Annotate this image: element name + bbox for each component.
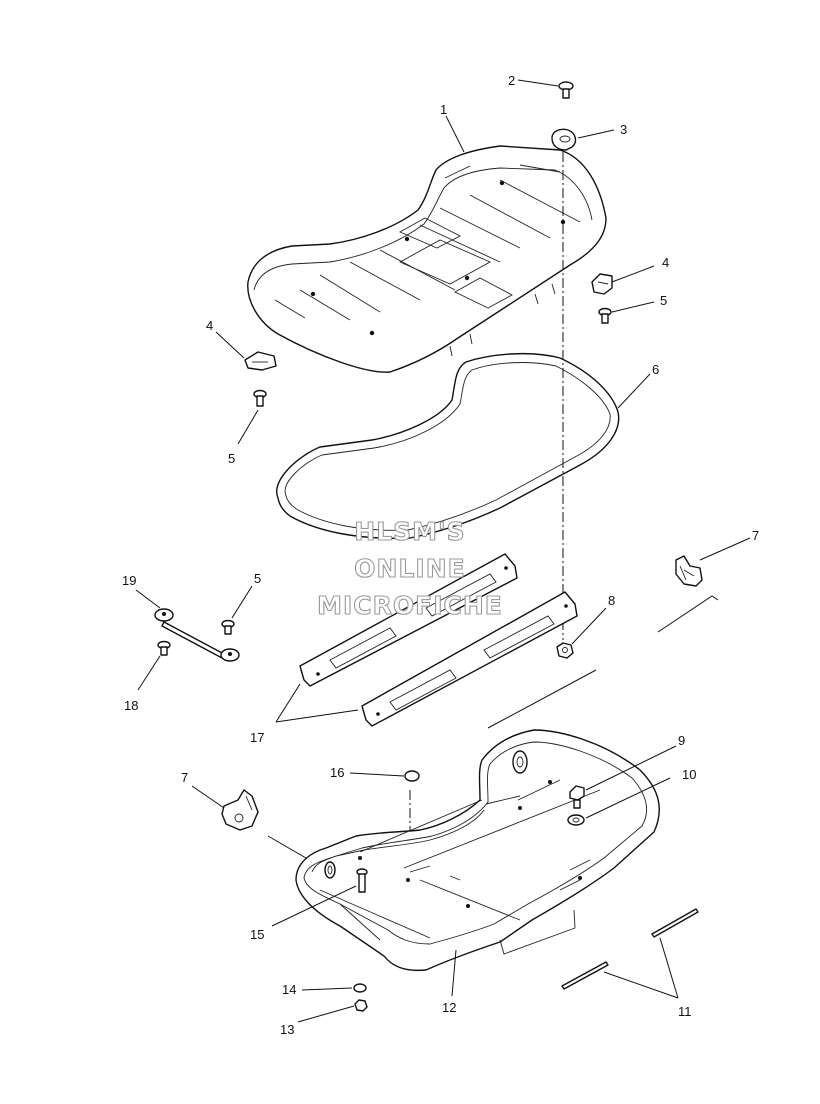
rods-part-11 xyxy=(561,908,699,990)
screw-part-2 xyxy=(558,81,574,99)
screw-part-18 xyxy=(157,640,171,656)
watermark-line-3: MICROFICHE xyxy=(317,591,503,620)
screw-part-5-tether xyxy=(221,619,235,635)
watermark: HLSM'S ONLINE MICROFICHE xyxy=(317,516,503,620)
screw-part-5-right xyxy=(598,307,612,324)
callout-2: 2 xyxy=(508,73,515,88)
tether-part-19 xyxy=(154,608,240,662)
rail-bracket-part-17-upper xyxy=(299,553,518,687)
rail-bracket-part-17-lower xyxy=(361,591,578,727)
callout-4-left: 4 xyxy=(206,318,213,333)
callout-4-right: 4 xyxy=(662,255,669,270)
watermark-line-2: ONLINE xyxy=(354,554,465,583)
leader-lines xyxy=(135,79,751,1023)
callout-10: 10 xyxy=(682,767,696,782)
screw-part-5-left xyxy=(253,389,267,407)
callout-13: 13 xyxy=(280,1022,294,1037)
callout-14: 14 xyxy=(282,982,296,997)
seal-part-6 xyxy=(275,352,620,539)
bolt-part-15 xyxy=(356,868,368,893)
callout-18: 18 xyxy=(124,698,138,713)
nut-part-8 xyxy=(556,642,574,659)
latch-part-7-right xyxy=(675,555,703,587)
washer-part-10 xyxy=(567,814,585,826)
callout-15: 15 xyxy=(250,927,264,942)
plug-part-16 xyxy=(404,770,420,782)
callout-8: 8 xyxy=(608,593,615,608)
callout-7-right: 7 xyxy=(752,528,759,543)
callout-1: 1 xyxy=(440,102,447,117)
callout-16: 16 xyxy=(330,765,344,780)
callout-5-tether: 5 xyxy=(254,571,261,586)
callout-6: 6 xyxy=(652,362,659,377)
washer-part-14 xyxy=(353,983,367,993)
callout-19: 19 xyxy=(122,573,136,588)
callout-5-right: 5 xyxy=(660,293,667,308)
callout-9: 9 xyxy=(678,733,685,748)
callout-3: 3 xyxy=(620,122,627,137)
callout-17: 17 xyxy=(250,730,264,745)
callout-12: 12 xyxy=(442,1000,456,1015)
storage-lid-part-1 xyxy=(247,145,607,373)
reference-lines xyxy=(267,595,719,859)
watermark-line-1: HLSM'S xyxy=(354,517,465,546)
grommet-part-3 xyxy=(551,128,577,151)
clip-part-4-right xyxy=(591,273,613,295)
storage-box-part-12 xyxy=(295,729,660,972)
callout-5-left: 5 xyxy=(228,451,235,466)
callout-11: 11 xyxy=(678,1004,692,1019)
bolt-part-9 xyxy=(569,785,585,809)
callout-labels: 2 1 3 4 5 4 5 6 7 19 5 8 18 17 9 16 7 10… xyxy=(122,73,759,1037)
nut-part-13 xyxy=(354,999,368,1012)
clip-part-4-left xyxy=(244,351,277,371)
callout-7-left: 7 xyxy=(181,770,188,785)
latch-part-7-left xyxy=(221,789,259,831)
